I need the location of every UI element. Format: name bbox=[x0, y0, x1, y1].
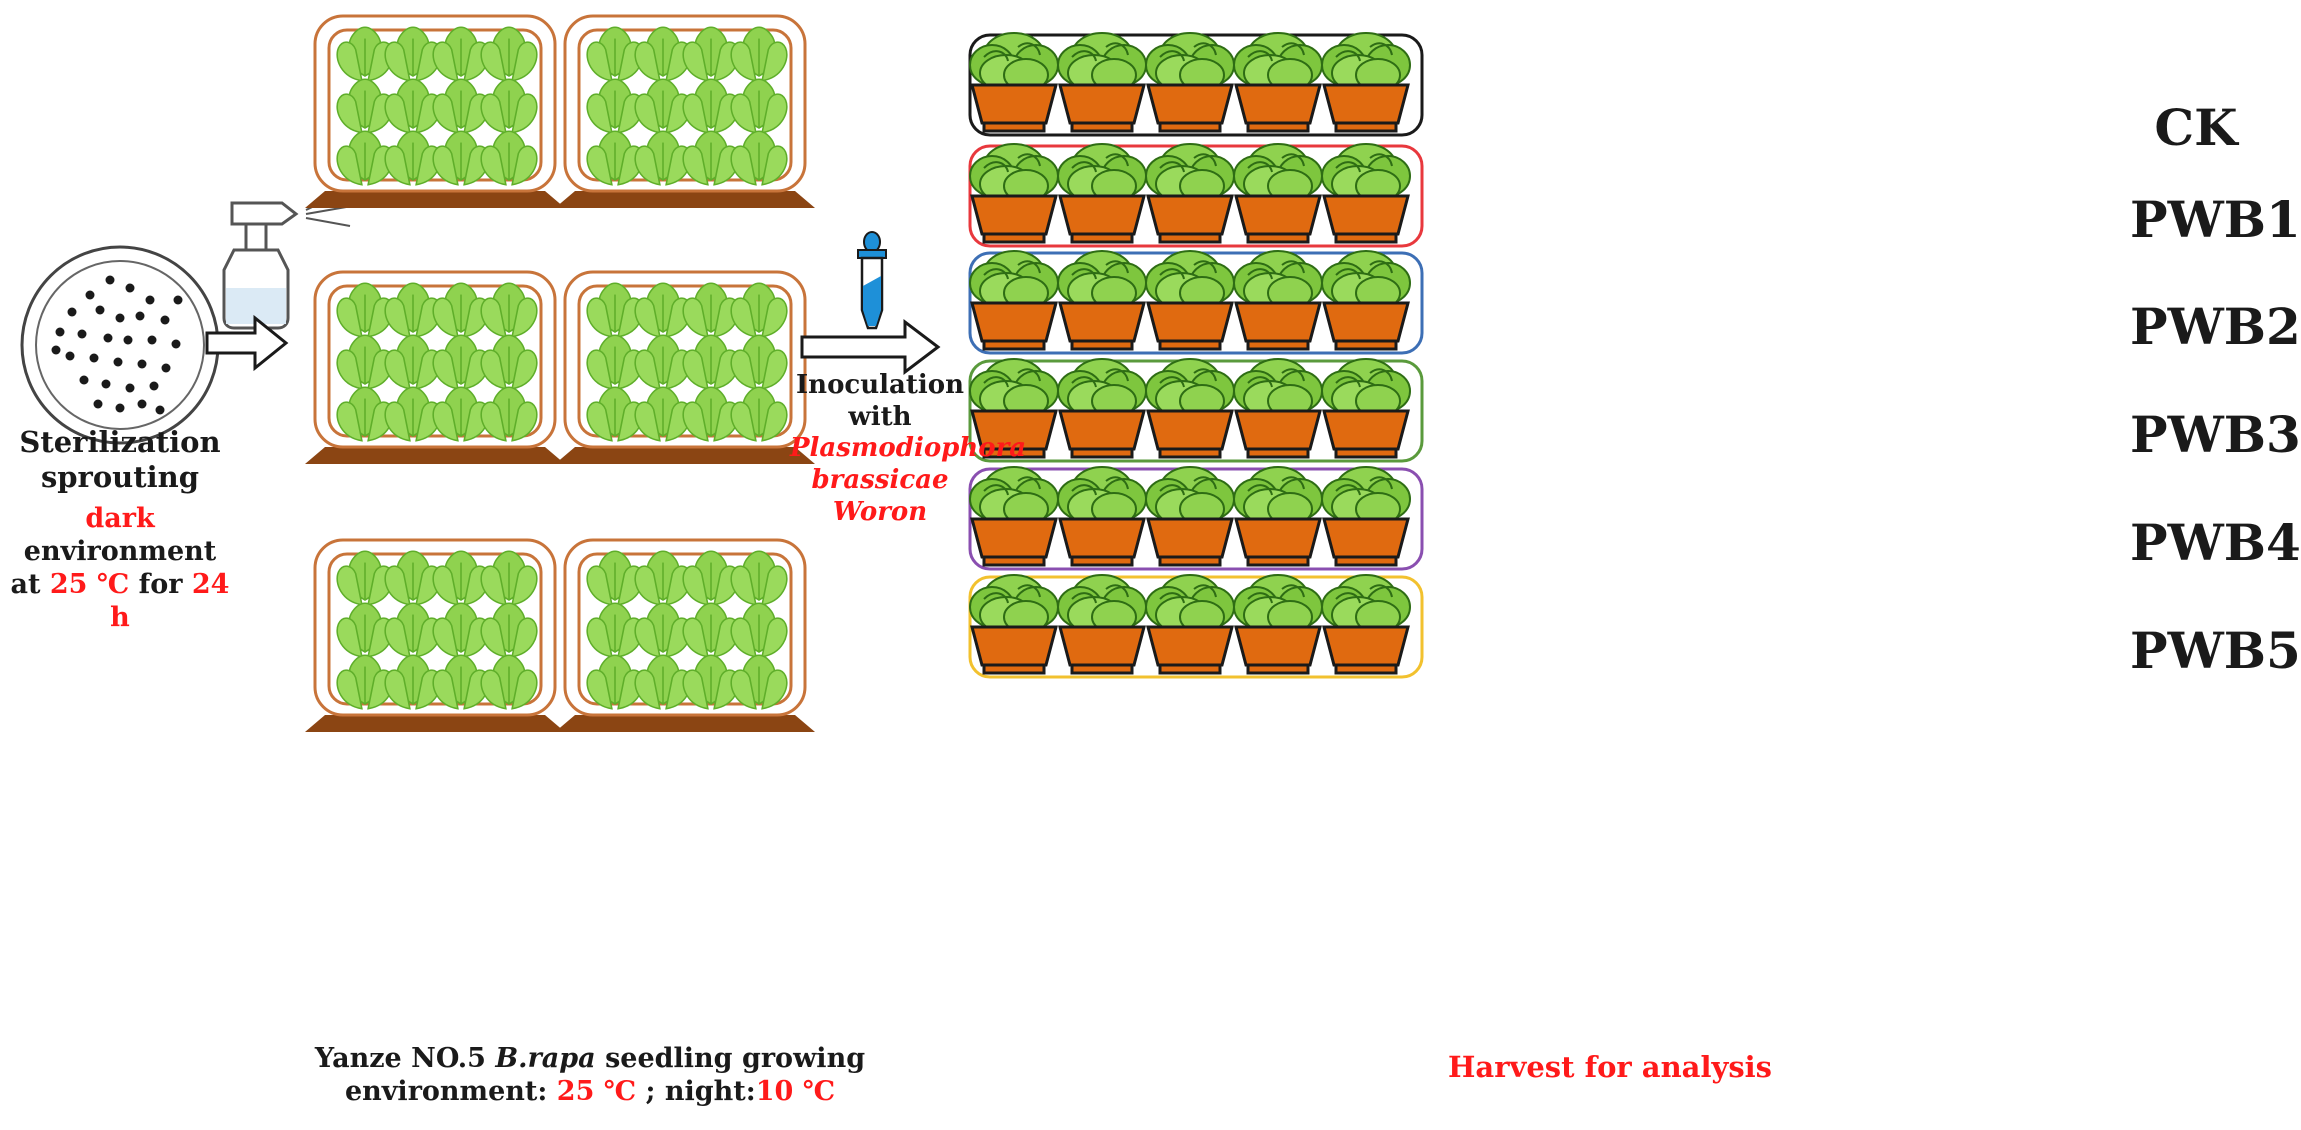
group-box-pwb3 bbox=[968, 357, 1424, 463]
group-box-pwb4 bbox=[968, 465, 1424, 571]
seedling-env-label: environment: bbox=[344, 1075, 548, 1107]
condition-time: 24 h bbox=[110, 568, 230, 633]
seedling-night-temp: 10 ℃ bbox=[755, 1075, 836, 1107]
seedling-tray-icon bbox=[305, 14, 565, 208]
potted-cabbage-icon bbox=[1056, 357, 1148, 459]
seedling-caption-line2: environment: 25 ℃ ; night:10 ℃ bbox=[300, 1076, 880, 1109]
potted-cabbage-icon bbox=[968, 249, 1060, 351]
condition-temp: 25 ℃ bbox=[49, 568, 130, 600]
group-box-pwb5 bbox=[968, 573, 1424, 679]
potted-cabbage-icon bbox=[1144, 465, 1236, 567]
potted-cabbage-icon bbox=[1232, 357, 1324, 459]
seedling-caption-suffix: seedling growing bbox=[605, 1043, 866, 1074]
seedling-trays bbox=[305, 14, 815, 732]
potted-cabbage-icon bbox=[1056, 249, 1148, 351]
inoculation-line2: with bbox=[848, 401, 912, 432]
potted-cabbage-icon bbox=[968, 31, 1060, 133]
potted-cabbage-icon bbox=[968, 465, 1060, 567]
potted-cabbage-icon bbox=[968, 573, 1060, 675]
sprouting-title: Sterilization sprouting bbox=[0, 425, 240, 496]
potted-cabbage-icon bbox=[1144, 357, 1236, 459]
condition-at: at bbox=[10, 568, 41, 600]
potted-cabbage-icon bbox=[1320, 142, 1412, 244]
potted-cabbage-icon bbox=[1144, 573, 1236, 675]
group-label-pwb2: PWB2 bbox=[2130, 297, 2301, 356]
potted-cabbage-icon bbox=[1232, 573, 1324, 675]
pathogen-line2: brassicae Woron bbox=[811, 465, 949, 527]
sprouting-title-line2: sprouting bbox=[40, 460, 200, 495]
arrow-right-icon bbox=[800, 318, 941, 376]
potted-cabbage-icon bbox=[1232, 31, 1324, 133]
potted-cabbage-icon bbox=[1320, 31, 1412, 133]
seedling-species: B.rapa bbox=[495, 1043, 596, 1074]
group-label-pwb1: PWB1 bbox=[2130, 190, 2301, 249]
potted-cabbage-icon bbox=[1056, 142, 1148, 244]
condition-temp-time: at 25 ℃ for 24 h bbox=[0, 569, 240, 635]
group-box-pwb1 bbox=[968, 142, 1424, 248]
inoculation-line1: Inoculation bbox=[796, 370, 964, 400]
inoculation-caption: Inoculation with Plasmodiophora brassica… bbox=[790, 370, 1027, 529]
condition-dark: dark bbox=[85, 503, 155, 534]
seedling-tray-icon bbox=[305, 270, 565, 464]
condition-environment: environment bbox=[23, 535, 217, 567]
arrow-right-icon bbox=[205, 314, 289, 372]
spray-bottle-icon bbox=[222, 187, 353, 330]
potted-cabbage-icon bbox=[1232, 249, 1324, 351]
potted-cabbage-icon bbox=[1056, 31, 1148, 133]
petri-dish-icon bbox=[20, 245, 220, 445]
seedling-night-label: night: bbox=[664, 1075, 756, 1107]
pipette-icon bbox=[857, 231, 887, 330]
sprouting-title-line1: Sterilization bbox=[19, 425, 221, 459]
potted-cabbage-icon bbox=[1320, 465, 1412, 567]
group-label-ck: CK bbox=[2154, 98, 2238, 157]
seedling-tray-icon bbox=[555, 270, 815, 464]
potted-cabbage-icon bbox=[1232, 465, 1324, 567]
potted-cabbage-icon bbox=[968, 142, 1060, 244]
potted-cabbage-icon bbox=[1144, 31, 1236, 133]
seedling-variety: Yanze NO.5 bbox=[314, 1043, 486, 1074]
pathogen-line1: Plasmodiophora bbox=[790, 433, 1027, 464]
potted-cabbage-icon bbox=[1144, 249, 1236, 351]
group-label-pwb5: PWB5 bbox=[2130, 621, 2301, 680]
potted-cabbage-icon bbox=[1320, 573, 1412, 675]
group-box-pwb2 bbox=[968, 249, 1424, 355]
potted-cabbage-icon bbox=[1056, 465, 1148, 567]
group-label-pwb3: PWB3 bbox=[2130, 405, 2301, 464]
seedling-caption-line1: Yanze NO.5 B.rapa seedling growing bbox=[300, 1043, 880, 1076]
group-label-pwb4: PWB4 bbox=[2130, 513, 2301, 572]
potted-cabbage-icon bbox=[1144, 142, 1236, 244]
seedling-caption: Yanze NO.5 B.rapa seedling growing envir… bbox=[300, 1043, 880, 1109]
potted-cabbage-icon bbox=[1232, 142, 1324, 244]
seedling-tray-icon bbox=[305, 538, 565, 732]
treatment-groups bbox=[968, 31, 1424, 679]
seedling-tray-icon bbox=[555, 14, 815, 208]
potted-cabbage-icon bbox=[1056, 573, 1148, 675]
sprouting-conditions: dark environment at 25 ℃ for 24 h bbox=[0, 503, 240, 635]
potted-cabbage-icon bbox=[1320, 357, 1412, 459]
harvest-label: Harvest for analysis bbox=[1448, 1050, 1772, 1084]
seedling-separator: ; bbox=[645, 1075, 656, 1107]
seedling-day-temp: 25 ℃ bbox=[556, 1075, 637, 1107]
potted-cabbage-icon bbox=[1320, 249, 1412, 351]
seedling-tray-icon bbox=[555, 538, 815, 732]
condition-for: for bbox=[138, 568, 183, 600]
group-box-ck bbox=[968, 31, 1424, 137]
